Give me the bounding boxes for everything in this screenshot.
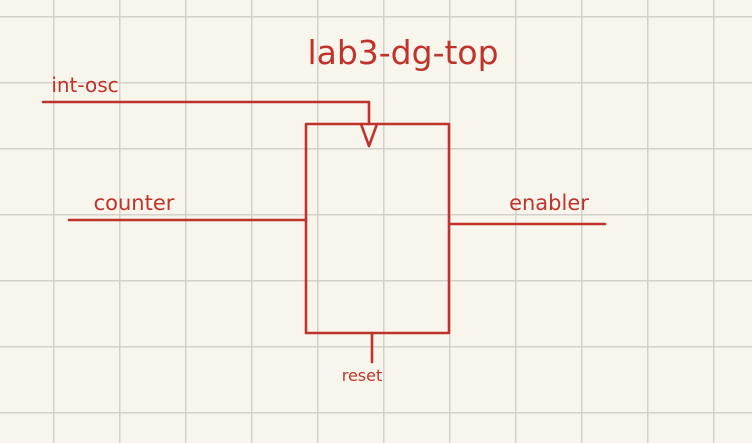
clock-input-wire xyxy=(41,100,371,126)
clock-input-label: int-osc xyxy=(51,73,118,97)
output-label: enabler xyxy=(509,191,589,215)
module-block xyxy=(304,122,451,335)
diagram-title: lab3-dg-top xyxy=(307,33,498,72)
data-input-label: counter xyxy=(94,191,175,215)
clock-edge-marker xyxy=(359,122,379,148)
reset-input-label: reset xyxy=(342,366,383,385)
